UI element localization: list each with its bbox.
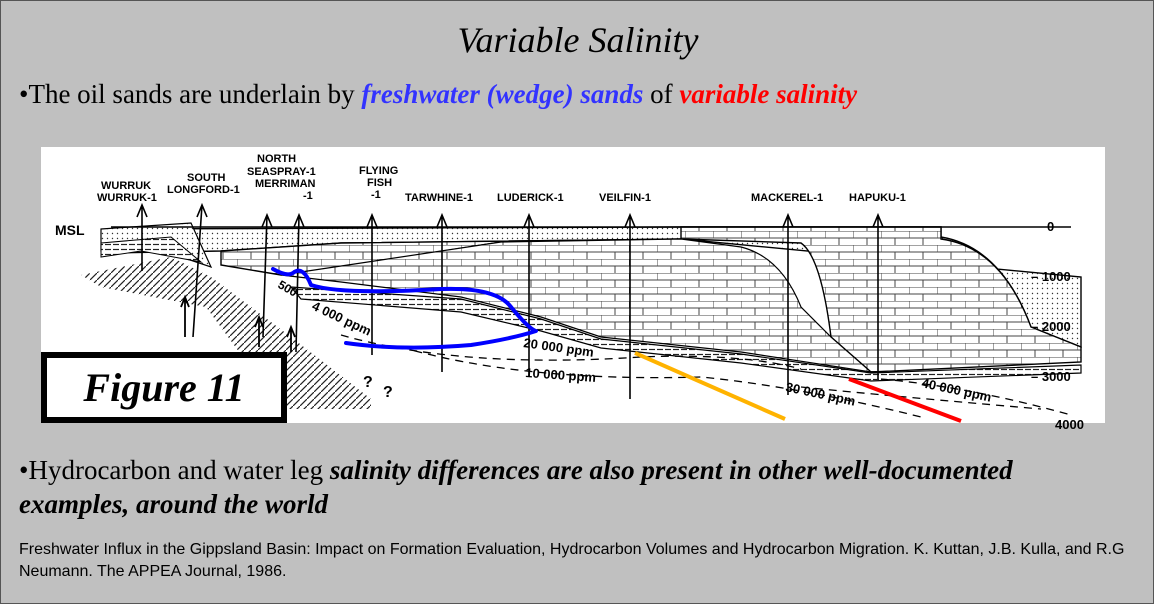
isolines: [340, 334, 1072, 418]
well-wurruk: [136, 202, 148, 271]
well-label-flying-fish-3: -1: [371, 189, 381, 201]
fault-2: [254, 314, 264, 347]
well-labels: WURRUK WURRUK-1 SOUTH LONGFORD-1 NORTH S…: [97, 153, 906, 204]
fault-1: [180, 294, 190, 337]
well-label-tarwhine: TARWHINE-1: [405, 192, 473, 204]
well-label-longford-2: LONGFORD-1: [167, 184, 240, 196]
well-label-wurruk-2: WURRUK-1: [97, 192, 157, 204]
slide-title: Variable Salinity: [457, 20, 699, 60]
red-isoline-highlight: [848, 377, 962, 423]
well-north-seaspray: [261, 212, 273, 338]
depth-tick-1000: – 1000: [1031, 269, 1071, 284]
variable-salinity-emphasis: variable salinity: [679, 79, 858, 109]
well-label-flying-fish-2: FISH: [367, 177, 392, 189]
isoline-10000: [340, 334, 802, 370]
orange-isoline-highlight: [634, 351, 786, 421]
freshwater-wedge-outline: [271, 267, 538, 350]
bullet-text: Hydrocarbon and water leg: [28, 455, 330, 485]
depth-tick-4000: 4000: [1055, 417, 1084, 432]
bullet-text: The oil sands are underlain by: [28, 79, 362, 109]
bullet-marker: •: [19, 79, 29, 109]
depth-tick-2000: – 2000: [1031, 319, 1071, 334]
well-hapuku: [872, 212, 884, 379]
basement-hatch: [81, 257, 371, 409]
well-label-merriman-1: MERRIMAN: [255, 178, 316, 190]
freshwater-sands-emphasis: freshwater (wedge) sands: [361, 79, 644, 109]
depth-tick-0: 0: [1047, 219, 1054, 234]
well-label-mackerel: MACKEREL-1: [751, 192, 823, 204]
cross-section-diagram: WURRUK WURRUK-1 SOUTH LONGFORD-1 NORTH S…: [55, 153, 1084, 432]
bullet-text-connector: of: [643, 79, 680, 109]
bullet-oil-sands: •The oil sands are underlain by freshwat…: [19, 79, 857, 110]
salinity-30000: 30 000 ppm: [784, 379, 856, 408]
well-luderick: [523, 212, 535, 377]
question-mark-1: ?: [363, 374, 373, 391]
well-label-wurruk-1: WURRUK: [101, 180, 151, 192]
wells: [136, 202, 884, 399]
bullet-salinity-differences: •Hydrocarbon and water leg salinity diff…: [19, 453, 1129, 521]
fault-3: [286, 324, 296, 352]
well-label-flying-fish-1: FLYING: [359, 165, 398, 177]
well-label-hapuku: HAPUKU-1: [849, 192, 906, 204]
marl-band: [289, 286, 1082, 382]
bullet-marker: •: [19, 455, 29, 485]
salinity-differences-emphasis: salinity differences are also present in…: [19, 455, 1013, 519]
faults: [180, 294, 296, 352]
well-label-merriman-2: -1: [303, 190, 313, 202]
well-label-veilfin: VEILFIN-1: [599, 192, 651, 204]
well-south-longford: [192, 202, 208, 338]
well-flying-fish: [366, 212, 378, 355]
depth-tick-3000: – 3000: [1031, 369, 1071, 384]
salinity-10000: 10 000 ppm: [525, 365, 597, 385]
limestone-lower: [280, 238, 873, 373]
depth-scale: 0 – 1000 – 2000 – 3000 4000: [1031, 219, 1084, 432]
salinity-40000: 40 000 ppm: [920, 375, 992, 404]
well-label-seaspray-1: NORTH: [257, 153, 296, 165]
msl-label: MSL: [55, 222, 85, 238]
well-merriman: [293, 212, 305, 353]
isoline-deep: [400, 346, 922, 418]
onshore-lined: [100, 236, 203, 263]
figure-label-box: Figure 11: [41, 352, 287, 423]
figure-label: Figure 11: [83, 365, 245, 410]
well-mackerel: [782, 212, 794, 395]
question-mark-2: ?: [383, 384, 393, 401]
well-label-longford-1: SOUTH: [187, 172, 226, 184]
well-label-luderick: LUDERICK-1: [497, 192, 564, 204]
well-veilfin: [624, 212, 636, 399]
well-label-seaspray-2: SEASPRAY-1: [247, 166, 316, 178]
isoline-40000: [880, 378, 1072, 416]
citation: Freshwater Influx in the Gippsland Basin…: [19, 541, 1125, 580]
